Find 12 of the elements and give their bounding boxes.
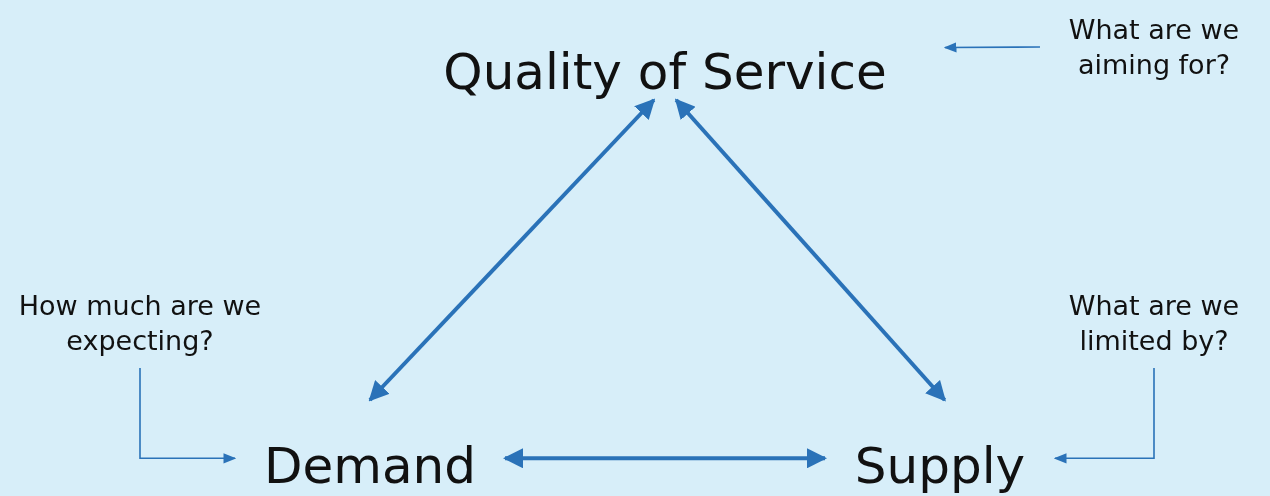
node-label: Quality of Service	[443, 45, 887, 100]
question-text: What are we aiming for?	[1067, 12, 1241, 82]
arrow	[943, 42, 1041, 53]
question-text: How much are we expecting?	[17, 288, 263, 358]
arrow	[139, 367, 237, 464]
node-label: Supply	[854, 439, 1026, 494]
arrow	[368, 98, 656, 402]
arrow	[503, 448, 827, 469]
arrow	[674, 98, 947, 402]
node-label: Demand	[263, 439, 476, 494]
question-text: What are we limited by?	[1067, 288, 1241, 358]
arrow	[1053, 367, 1155, 464]
